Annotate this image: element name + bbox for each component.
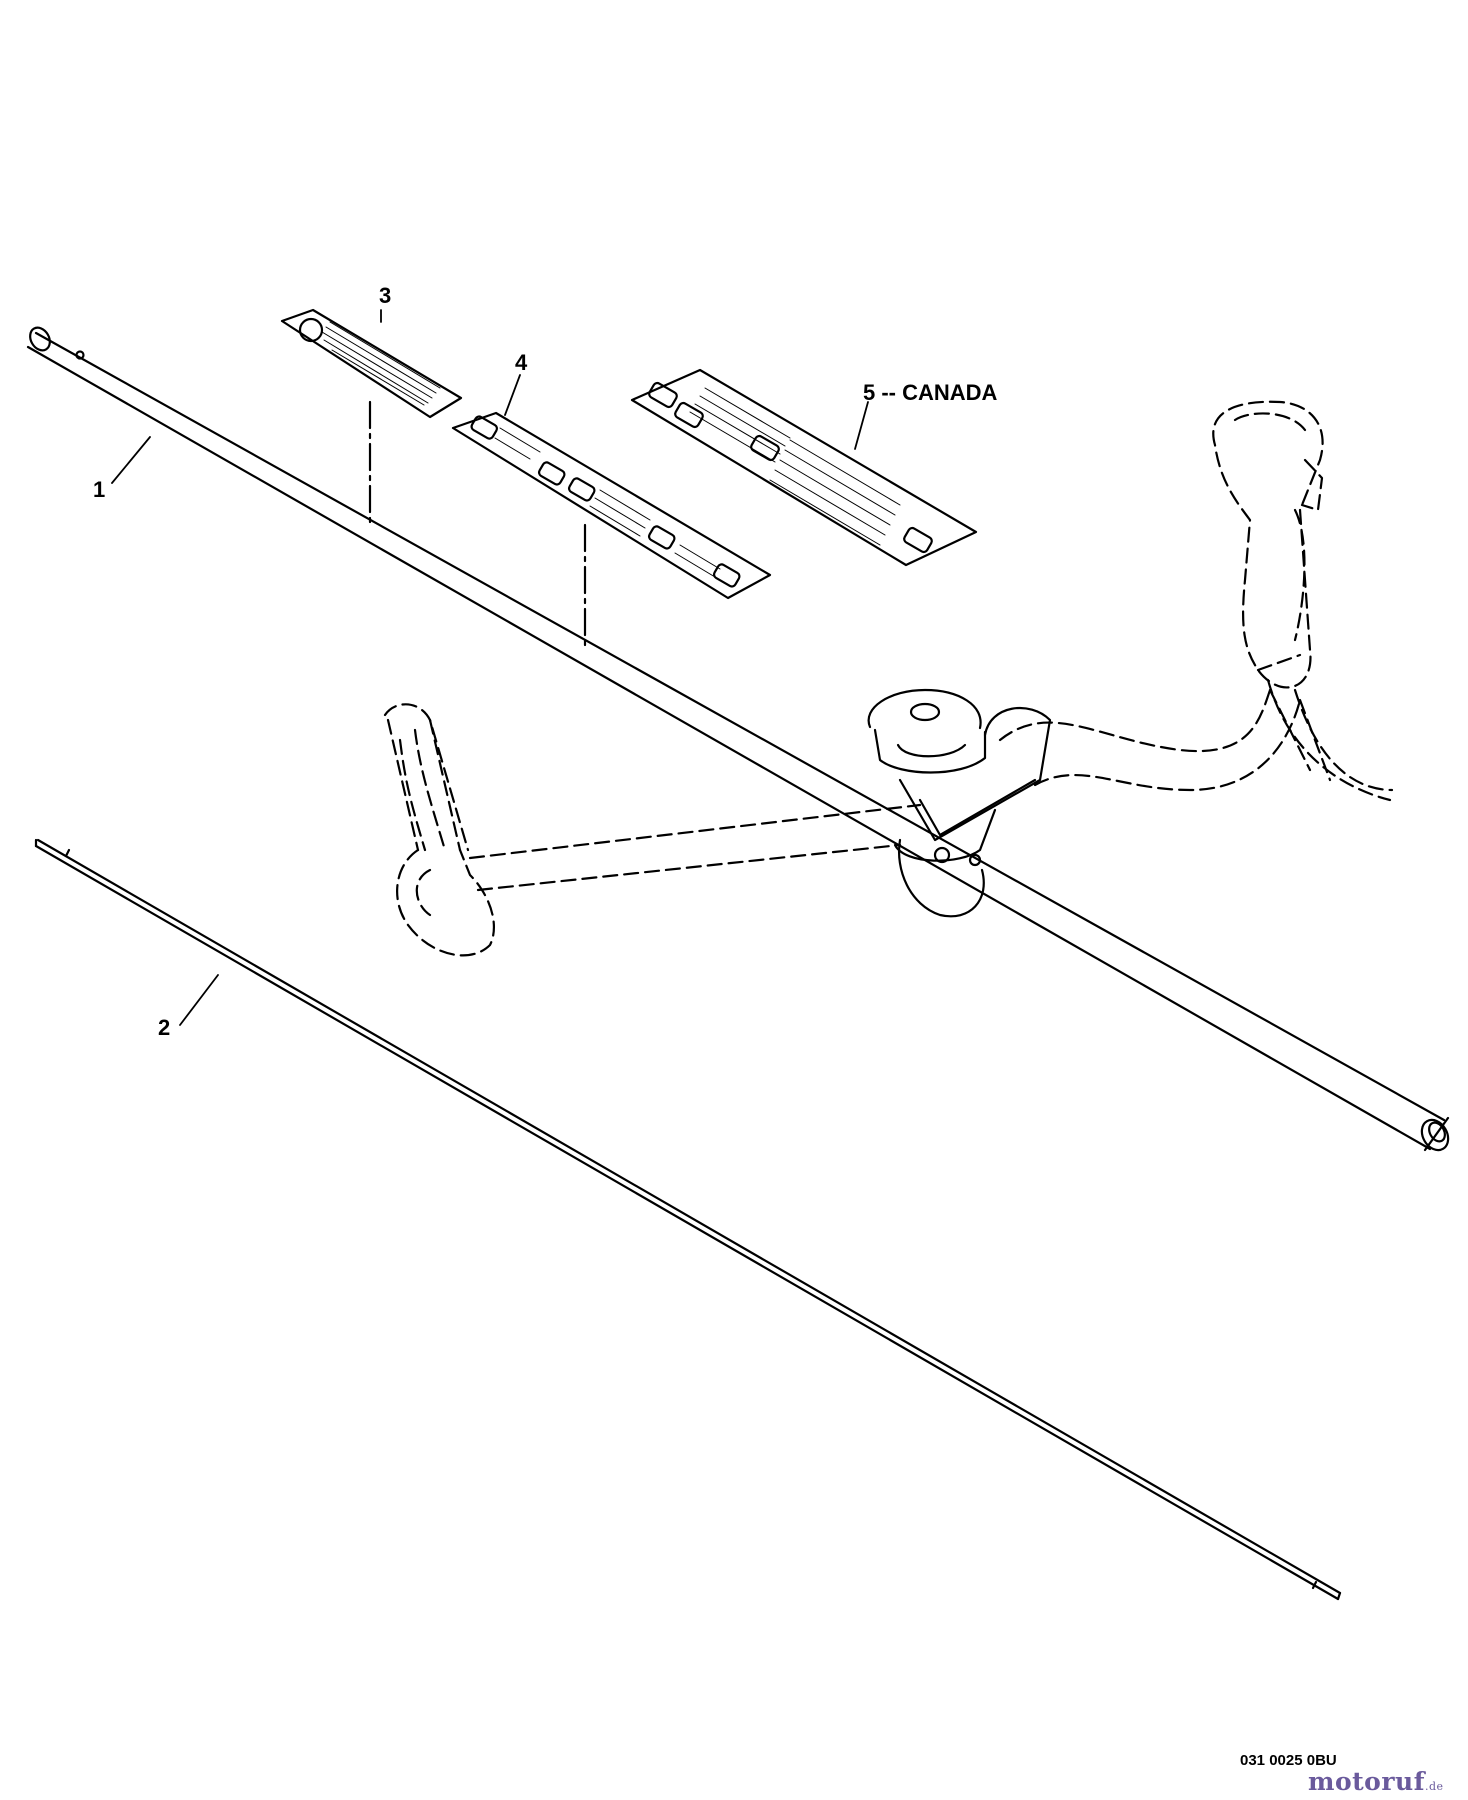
callout-3: 3 <box>379 283 392 308</box>
drive-shaft <box>34 838 1342 1601</box>
watermark-logo: motoruf.de <box>1308 1767 1444 1796</box>
decal-4-text-block <box>494 427 721 578</box>
document-number: 031 0025 0BU <box>1240 1752 1337 1769</box>
handle-clamp <box>867 688 1052 918</box>
decal-5-text-block <box>689 387 901 546</box>
decal-3 <box>280 308 463 419</box>
placement-lines <box>368 400 587 652</box>
callout-2: 2 <box>158 1015 171 1040</box>
callout-5-canada: 5 -- CANADA <box>863 380 998 405</box>
decal-5-canada <box>630 368 978 567</box>
handle-assembly-dashed <box>383 400 1394 957</box>
leader-lines <box>111 309 869 1026</box>
callout-4: 4 <box>515 350 528 375</box>
decal-4 <box>451 411 772 600</box>
watermark-main: motoruf <box>1308 1767 1425 1796</box>
callout-1: 1 <box>93 477 106 502</box>
decal-3-text-block <box>321 321 441 406</box>
watermark-suffix: .de <box>1424 1780 1444 1793</box>
drive-tube <box>26 326 1450 1152</box>
